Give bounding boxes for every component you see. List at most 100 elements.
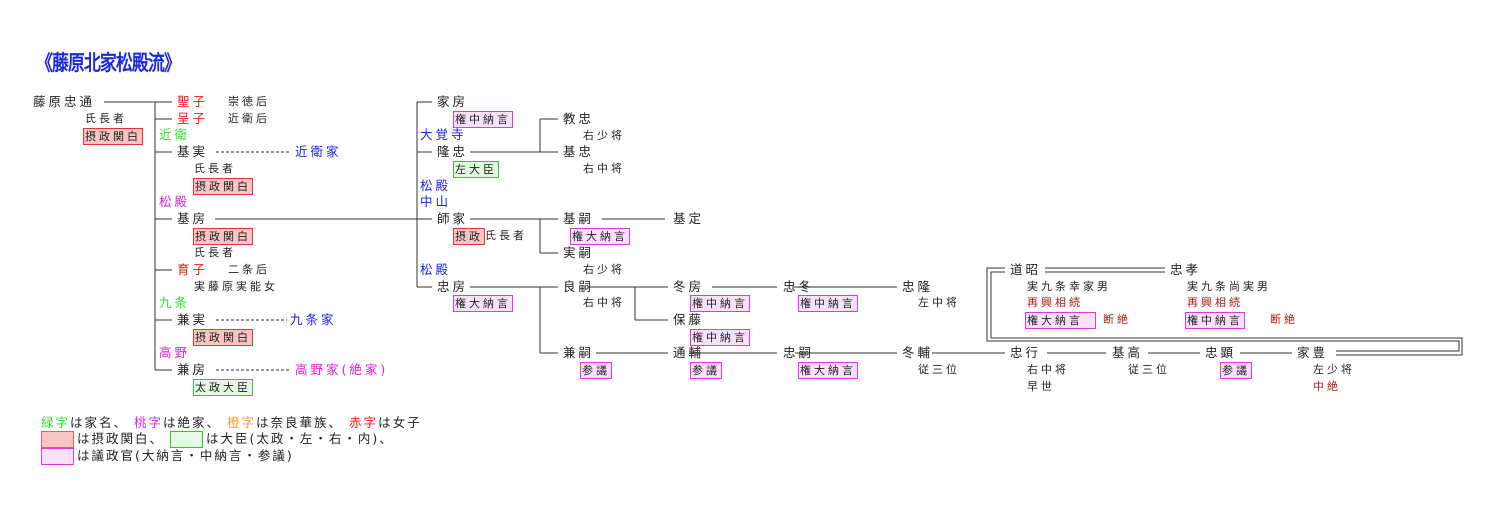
title-motozane-t1: 氏長者 bbox=[194, 162, 236, 175]
legend-pink-word: 桃字 bbox=[134, 415, 164, 430]
person-fuyufusa: 冬房 bbox=[673, 279, 705, 294]
person-tadataka2: 忠孝 bbox=[1170, 262, 1202, 277]
title-moroie-t2: 氏長者 bbox=[485, 229, 527, 242]
title-fuyufusa-t: 権中納言 bbox=[690, 295, 750, 312]
legend-green-desc: は家名、 bbox=[70, 415, 129, 430]
title-kiyoko-t: 崇徳后 bbox=[228, 95, 270, 108]
legend-minister-desc: は大臣(太政・左・右・内)、 bbox=[206, 431, 394, 446]
title-motofusa-t1: 摂政関白 bbox=[193, 228, 253, 245]
title-tadafuyu-t: 権中納言 bbox=[798, 295, 858, 312]
title-tadamichi-t2: 摂政関白 bbox=[83, 128, 143, 145]
person-matsudono-label: 松殿 bbox=[159, 194, 191, 209]
person-kanezane: 兼実 bbox=[177, 312, 209, 327]
person-yasufuji: 保藤 bbox=[673, 312, 705, 327]
legend-red-desc: は女子 bbox=[378, 415, 422, 430]
title-tadataka2-t4: 断絶 bbox=[1270, 313, 1298, 326]
title-tadatsugu-t: 権大納言 bbox=[798, 362, 858, 379]
regent-swatch bbox=[41, 431, 74, 448]
title-kanezane-t: 摂政関白 bbox=[193, 329, 253, 346]
person-motozane: 基実 bbox=[177, 144, 209, 159]
person-daikakuji-label: 大覚寺 bbox=[420, 127, 467, 142]
legend-pink-desc: は絶家、 bbox=[163, 415, 222, 430]
legend-boxes-1: は摂政関白、 は大臣(太政・左・右・内)、 bbox=[41, 428, 394, 448]
person-iefusa: 家房 bbox=[437, 94, 469, 109]
title-tadayuki-t1: 右中将 bbox=[1027, 363, 1069, 376]
title-tadataka-t: 左中将 bbox=[918, 296, 960, 309]
person-dosho: 道昭 bbox=[1010, 262, 1042, 277]
legend-boxes-2: は議政官(大納言・中納言・参議) bbox=[41, 445, 294, 465]
title-dosho-t4: 断絶 bbox=[1103, 313, 1131, 326]
legend-green-word: 緑字 bbox=[41, 415, 71, 430]
person-sanetsugu: 実嗣 bbox=[563, 245, 595, 260]
title-dosho-t1: 実九条幸家男 bbox=[1027, 280, 1111, 293]
person-michisuke: 通輔 bbox=[673, 345, 705, 360]
title-ietoyo-t2: 中絶 bbox=[1313, 380, 1341, 393]
legend-council-desc: は議政官(大納言・中納言・参議) bbox=[77, 448, 294, 463]
legend-colors: 緑字は家名、 桃字は絶家、 橙字は奈良華族、 赤字は女子 bbox=[41, 412, 422, 431]
title-tadataka2-t2: 再興相続 bbox=[1187, 296, 1243, 309]
title-sanetsugu-t: 右少将 bbox=[583, 263, 625, 276]
person-matsudono-label3: 松殿 bbox=[420, 262, 452, 277]
person-motosada: 基定 bbox=[673, 211, 705, 226]
title-tadayuki-t2: 早世 bbox=[1027, 380, 1055, 393]
title-noritada-t: 右少将 bbox=[583, 129, 625, 142]
person-konoe-house: 近衛家 bbox=[295, 144, 342, 159]
title-mototaka-t: 従三位 bbox=[1128, 363, 1170, 376]
person-tadaaki: 忠顕 bbox=[1205, 345, 1237, 360]
person-matsudono-label2: 松殿 bbox=[420, 178, 452, 193]
title-tadataka2-t3: 権中納言 bbox=[1185, 312, 1245, 329]
person-koya-label: 高野 bbox=[159, 345, 191, 360]
title-michisuke-t: 参議 bbox=[690, 362, 722, 379]
title-motozane-t2: 摂政関白 bbox=[193, 178, 253, 195]
legend-orange-desc: は奈良華族、 bbox=[256, 415, 344, 430]
person-mototada: 基忠 bbox=[563, 144, 595, 159]
title-tadafusa-t: 権大納言 bbox=[453, 295, 513, 312]
minister-swatch bbox=[170, 431, 203, 448]
person-teishi: 呈子 bbox=[177, 111, 209, 126]
title-moroie-t1: 摂政 bbox=[453, 228, 485, 245]
person-mototaka: 基高 bbox=[1112, 345, 1144, 360]
title-dosho-t3: 権大納言 bbox=[1025, 312, 1096, 329]
title-motofusa-t2: 氏長者 bbox=[194, 246, 236, 259]
person-fuyusuke: 冬輔 bbox=[902, 345, 934, 360]
person-ietoyo: 家豊 bbox=[1297, 345, 1329, 360]
title-tadamichi-t1: 氏長者 bbox=[85, 112, 127, 125]
title-mototsugu-t: 権大納言 bbox=[570, 228, 630, 245]
person-ikushi: 育子 bbox=[177, 262, 209, 277]
legend-red-word: 赤字 bbox=[349, 415, 379, 430]
person-nakayama-label: 中山 bbox=[420, 194, 452, 209]
title-tadaaki-t: 参議 bbox=[1220, 362, 1252, 379]
title-dosho-t2: 再興相続 bbox=[1027, 296, 1083, 309]
title-iefusa-t: 権中納言 bbox=[453, 111, 513, 128]
title-teishi-t: 近衛后 bbox=[228, 112, 270, 125]
person-noritada: 教忠 bbox=[563, 111, 595, 126]
person-mototsugu: 基嗣 bbox=[563, 211, 595, 226]
title-kanefusa-t: 太政大臣 bbox=[193, 379, 253, 396]
person-tadafusa: 忠房 bbox=[437, 279, 469, 294]
legend-regent-desc: は摂政関白、 bbox=[77, 431, 165, 446]
title-yasufuji-t: 権中納言 bbox=[690, 329, 750, 346]
title-yoshitsugu-t: 右中将 bbox=[583, 296, 625, 309]
person-kujo-label: 九条 bbox=[159, 295, 191, 310]
title-fuyusuke-t: 従三位 bbox=[918, 363, 960, 376]
title-ikushi-t1: 二条后 bbox=[228, 263, 270, 276]
person-tadataka: 忠隆 bbox=[902, 279, 934, 294]
person-tadamichi: 藤原忠通 bbox=[33, 94, 96, 109]
person-motofusa: 基房 bbox=[177, 211, 209, 226]
person-kiyoko: 聖子 bbox=[177, 94, 209, 109]
title-kanetsugu-t: 参議 bbox=[580, 362, 612, 379]
person-yoshitsugu: 良嗣 bbox=[563, 279, 595, 294]
person-tadayuki: 忠行 bbox=[1010, 345, 1042, 360]
title-ikushi-t2: 実藤原実能女 bbox=[194, 280, 278, 293]
person-tadafuyu: 忠冬 bbox=[783, 279, 815, 294]
person-konoe-label: 近衛 bbox=[159, 127, 191, 142]
title-takatada-t: 左大臣 bbox=[453, 161, 499, 178]
person-kanefusa: 兼房 bbox=[177, 362, 209, 377]
legend-orange-word: 橙字 bbox=[227, 415, 257, 430]
title-ietoyo-t1: 左少将 bbox=[1313, 363, 1355, 376]
title-mototada-t: 右中将 bbox=[583, 162, 625, 175]
person-kujo-house: 九条家 bbox=[290, 312, 337, 327]
person-takatada: 隆忠 bbox=[437, 144, 469, 159]
council-swatch bbox=[41, 448, 74, 465]
